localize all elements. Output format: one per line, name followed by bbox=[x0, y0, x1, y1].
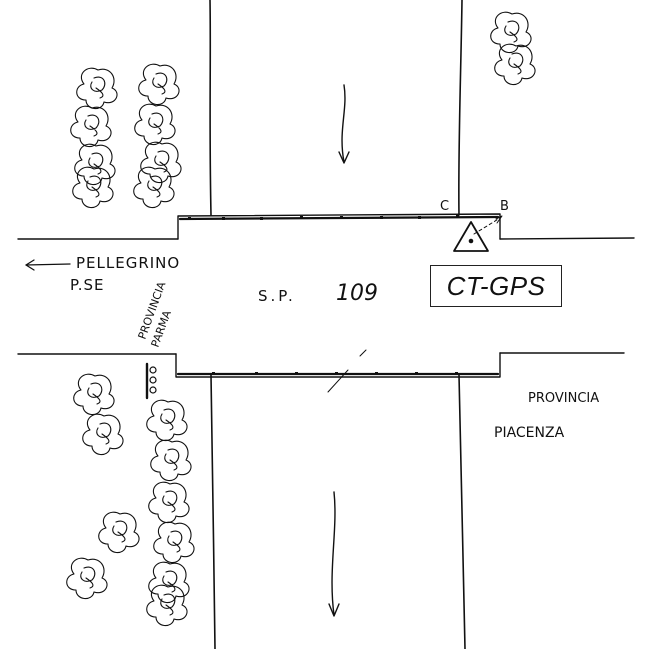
survey-line bbox=[473, 217, 501, 235]
road-name: S.P. bbox=[258, 287, 296, 305]
arrow-down-icon bbox=[328, 491, 340, 617]
station-label-box: CT-GPS bbox=[430, 265, 562, 307]
province-right-line1: PROVINCIA bbox=[528, 391, 599, 406]
point-c-label: C bbox=[440, 199, 449, 214]
bridge-parapet-north bbox=[177, 213, 501, 240]
road-edge-south bbox=[17, 352, 625, 355]
point-b-label: B bbox=[500, 199, 509, 214]
shrub-scribble-icon bbox=[490, 11, 536, 86]
shrub-scribble-icon bbox=[70, 63, 182, 209]
river-bank-left bbox=[209, 0, 216, 649]
province-right-line2: PIACENZA bbox=[494, 425, 565, 441]
sign-post-icon bbox=[145, 362, 157, 400]
road-number: 109 bbox=[336, 281, 378, 306]
arrow-down-icon bbox=[338, 84, 350, 164]
arrow-left-icon bbox=[25, 259, 71, 271]
direction-label: PELLEGRINO bbox=[76, 254, 180, 272]
shrub-scribble-icon bbox=[66, 373, 195, 627]
river-bank-right bbox=[457, 0, 466, 649]
station-label: CT-GPS bbox=[446, 270, 546, 301]
direction-label-line2: P.SE bbox=[70, 276, 104, 294]
triangle-dot-icon bbox=[453, 221, 489, 252]
road-edge-north bbox=[17, 237, 635, 240]
bridge-parapet-south bbox=[175, 349, 501, 393]
